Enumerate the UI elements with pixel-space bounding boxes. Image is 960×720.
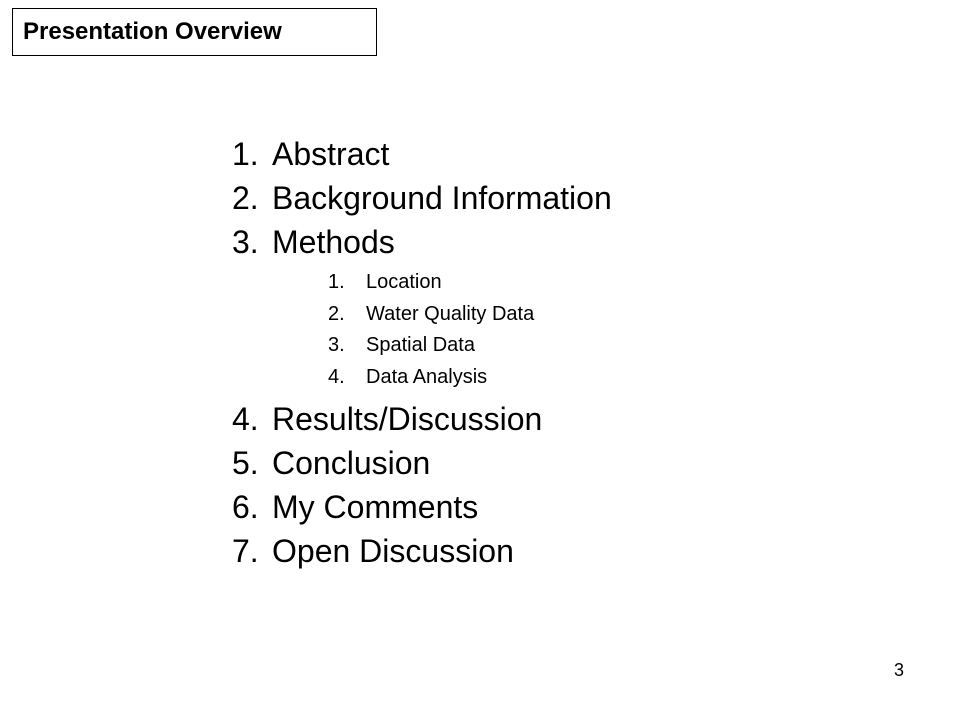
methods-subitem-location: 1. Location [328, 267, 832, 299]
outline-item-label: My Comments [272, 489, 479, 526]
outline-item-number: 6. [232, 489, 259, 526]
outline-item-label: Results/Discussion [272, 401, 543, 438]
methods-subitem-spatial-data: 3. Spatial Data [328, 330, 832, 362]
subitem-number: 4. [328, 365, 345, 388]
outline-item-number: 4. [232, 401, 259, 438]
outline-item-label: Background Information [272, 180, 612, 216]
outline-item-background-information: 2. Background Information [232, 176, 832, 220]
outline-item-label: Methods [272, 224, 395, 260]
subitem-label: Location [366, 271, 442, 293]
subitem-label: Water Quality Data [366, 302, 535, 325]
methods-sublist: 1. Location 2. Water Quality Data 3. Spa… [232, 264, 832, 397]
outline-item-abstract: 1. Abstract [232, 132, 832, 176]
outline-item-open-discussion: 7. Open Discussion [232, 529, 832, 573]
outline-item-number: 2. [232, 180, 259, 216]
outline-item-methods: 3. Methods [232, 220, 832, 264]
outline-item-conclusion: 5. Conclusion [232, 441, 832, 485]
subitem-number: 1. [328, 271, 345, 293]
outline-item-results-discussion: 4. Results/Discussion [232, 397, 832, 441]
outline-item-number: 1. [232, 136, 259, 172]
slide-title: Presentation Overview [23, 18, 282, 45]
methods-subitem-data-analysis: 4. Data Analysis [328, 362, 832, 394]
outline-item-label: Abstract [272, 136, 390, 172]
outline-item-label: Conclusion [272, 445, 431, 482]
subitem-label: Spatial Data [366, 334, 475, 357]
outline-item-number: 7. [232, 533, 259, 570]
subitem-number: 2. [328, 302, 345, 325]
outline-item-label: Open Discussion [272, 533, 514, 570]
page-number: 3 [893, 660, 904, 680]
outline-item-number: 5. [232, 445, 259, 482]
methods-subitem-water-quality-data: 2. Water Quality Data [328, 299, 832, 331]
subitem-label: Data Analysis [366, 365, 488, 388]
outline-item-number: 3. [232, 224, 259, 260]
slide-title-box: Presentation Overview [12, 8, 377, 56]
outline-item-my-comments: 6. My Comments [232, 485, 832, 529]
outline-list: 1. Abstract 2. Background Information 3.… [232, 132, 832, 573]
subitem-number: 3. [328, 334, 345, 357]
